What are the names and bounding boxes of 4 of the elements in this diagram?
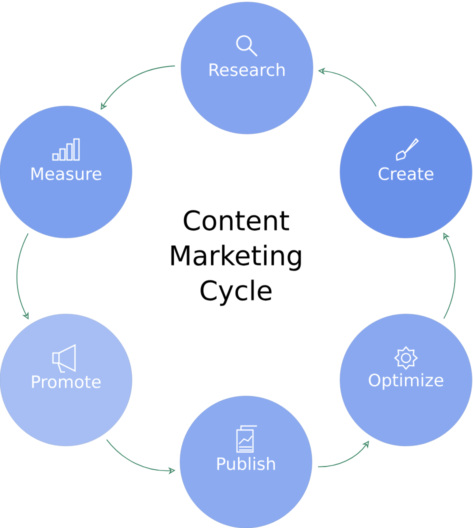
curved-arrow	[16, 233, 29, 320]
title: Content Marketing Cycle	[171, 210, 301, 306]
curved-arrow	[100, 66, 176, 110]
curved-arrow	[443, 232, 456, 319]
